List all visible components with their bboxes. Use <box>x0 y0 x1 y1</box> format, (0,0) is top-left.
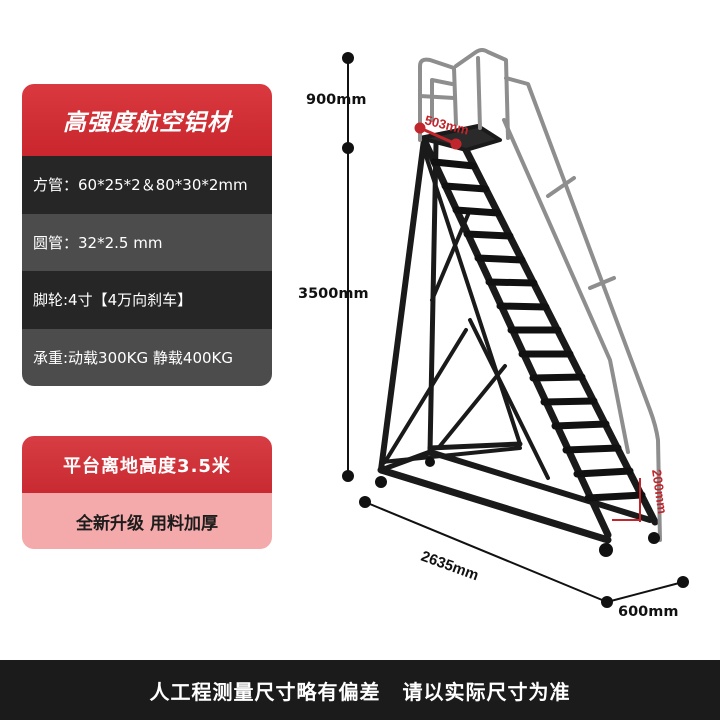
spec-row-load: 承重:动载300KG 静载400KG <box>22 328 272 386</box>
dim-marker-length-start <box>359 496 371 508</box>
upgrade-banner: 全新升级 用料加厚 <box>22 493 272 549</box>
spec-card: 高强度航空铝材 方管：60*25*2＆80*30*2mm 圆管：32*2.5 m… <box>22 84 272 386</box>
spec-row-square-tube: 方管：60*25*2＆80*30*2mm <box>22 156 272 214</box>
footer-note-left: 人工程测量尺寸略有偏差 <box>149 679 381 704</box>
dim-marker-ground <box>342 470 354 482</box>
platform-height-label: 3500mm <box>298 286 369 302</box>
spec-row-casters: 脚轮:4寸【4万向刹车】 <box>22 271 272 329</box>
step-gap-marker <box>612 478 641 522</box>
dim-marker-guard <box>342 142 354 154</box>
footer-note-right: 请以实际尺寸为准 <box>402 679 571 704</box>
handrails <box>418 48 662 542</box>
disclaimer-footer: 人工程测量尺寸略有偏差 请以实际尺寸为准 <box>0 660 720 720</box>
promo-card: 平台离地高度3.5米 全新升级 用料加厚 <box>22 436 272 549</box>
width-dimension-line <box>606 581 684 603</box>
dim-marker-top <box>342 52 354 64</box>
guard-height-label: 900mm <box>306 92 367 108</box>
step-gap-label: 200mm <box>649 468 670 514</box>
platform-height-banner: 平台离地高度3.5米 <box>22 436 272 493</box>
length-label: 2635mm <box>419 548 481 585</box>
caster-wheels <box>375 457 660 557</box>
step-depth-marker <box>414 122 462 150</box>
ladder-drawing: 503mm 200mm 2635mm <box>342 48 689 608</box>
dim-marker-width-end <box>677 576 689 588</box>
ladder-steps <box>430 158 646 502</box>
spec-row-round-tube: 圆管：32*2.5 mm <box>22 213 272 271</box>
length-dimension-line <box>364 501 608 603</box>
width-label: 600mm <box>618 604 679 620</box>
spec-title: 高强度航空铝材 <box>22 84 272 156</box>
